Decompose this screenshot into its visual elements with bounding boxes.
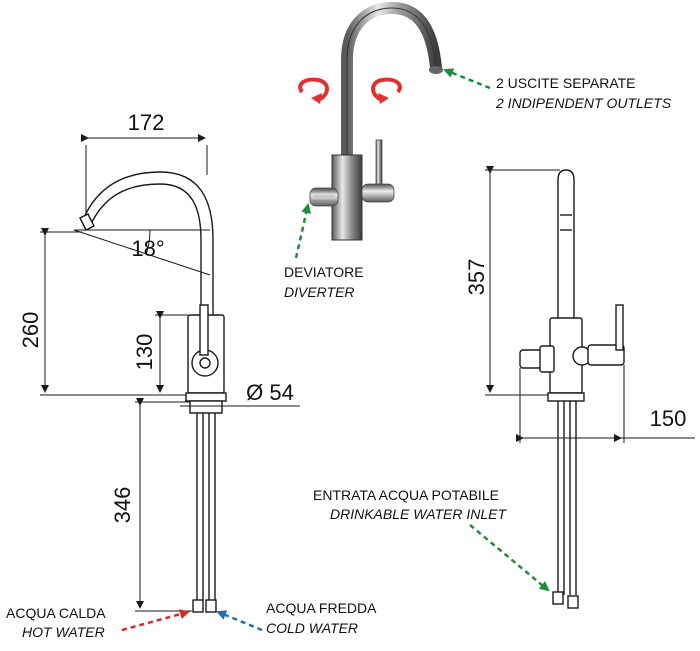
inlet-pointer-arrow <box>469 524 550 592</box>
diverter-label-en: DIVERTER <box>284 284 355 300</box>
dimension-172: 172 <box>128 110 165 135</box>
rotation-arrow-right <box>371 77 402 102</box>
dimension-130: 130 <box>132 334 157 371</box>
front-dimension-lines <box>40 134 300 612</box>
dimension-150: 150 <box>650 406 687 431</box>
dimension-260: 260 <box>18 312 43 349</box>
spout-tip <box>79 213 95 231</box>
diverter-label-it: DEVIATORE <box>284 264 364 280</box>
side-spout <box>557 169 575 320</box>
dimension-346: 346 <box>110 487 135 524</box>
hot-water-label-it: ACQUA CALDA <box>6 605 106 621</box>
hot-water-label-en: HOT WATER <box>22 624 105 640</box>
dimension-diameter-54: Ø 54 <box>246 380 294 405</box>
spout-outer-line <box>81 171 214 315</box>
render-spout-tip <box>429 66 443 74</box>
angle-18: 18° <box>131 236 164 261</box>
cold-water-label-en: COLD WATER <box>266 620 358 636</box>
outlets-pointer-arrow <box>443 68 491 90</box>
cold-water-arrow <box>216 610 263 632</box>
side-lever <box>615 304 624 351</box>
inlet-label-it: ENTRATA ACQUA POTABILE <box>313 487 499 503</box>
inlet-label-en: DRINKABLE WATER INLET <box>330 506 508 522</box>
dimension-357: 357 <box>464 259 489 296</box>
render-diverter-knob <box>309 187 339 207</box>
base-ring <box>185 392 227 402</box>
rotation-arrow-left <box>298 77 329 102</box>
hot-connector <box>192 599 204 613</box>
cold-water-label-it: ACQUA FREDDA <box>266 600 377 616</box>
side-lever-knob <box>587 344 625 366</box>
cold-connector <box>205 599 217 613</box>
diverter-pointer-arrow <box>294 203 312 259</box>
product-render <box>298 1 443 241</box>
render-lever-knob <box>361 183 395 203</box>
front-view <box>79 171 227 613</box>
spout-inner-line <box>89 183 202 315</box>
lever-handle <box>199 304 209 356</box>
side-view <box>519 169 625 609</box>
side-dimension-lines <box>485 166 695 443</box>
outlets-label-it: 2 USCITE SEPARATE <box>496 75 636 91</box>
render-spout <box>341 1 442 164</box>
outlets-label-en: 2 INDIPENDENT OUTLETS <box>495 95 672 111</box>
hot-water-arrow <box>121 609 190 632</box>
